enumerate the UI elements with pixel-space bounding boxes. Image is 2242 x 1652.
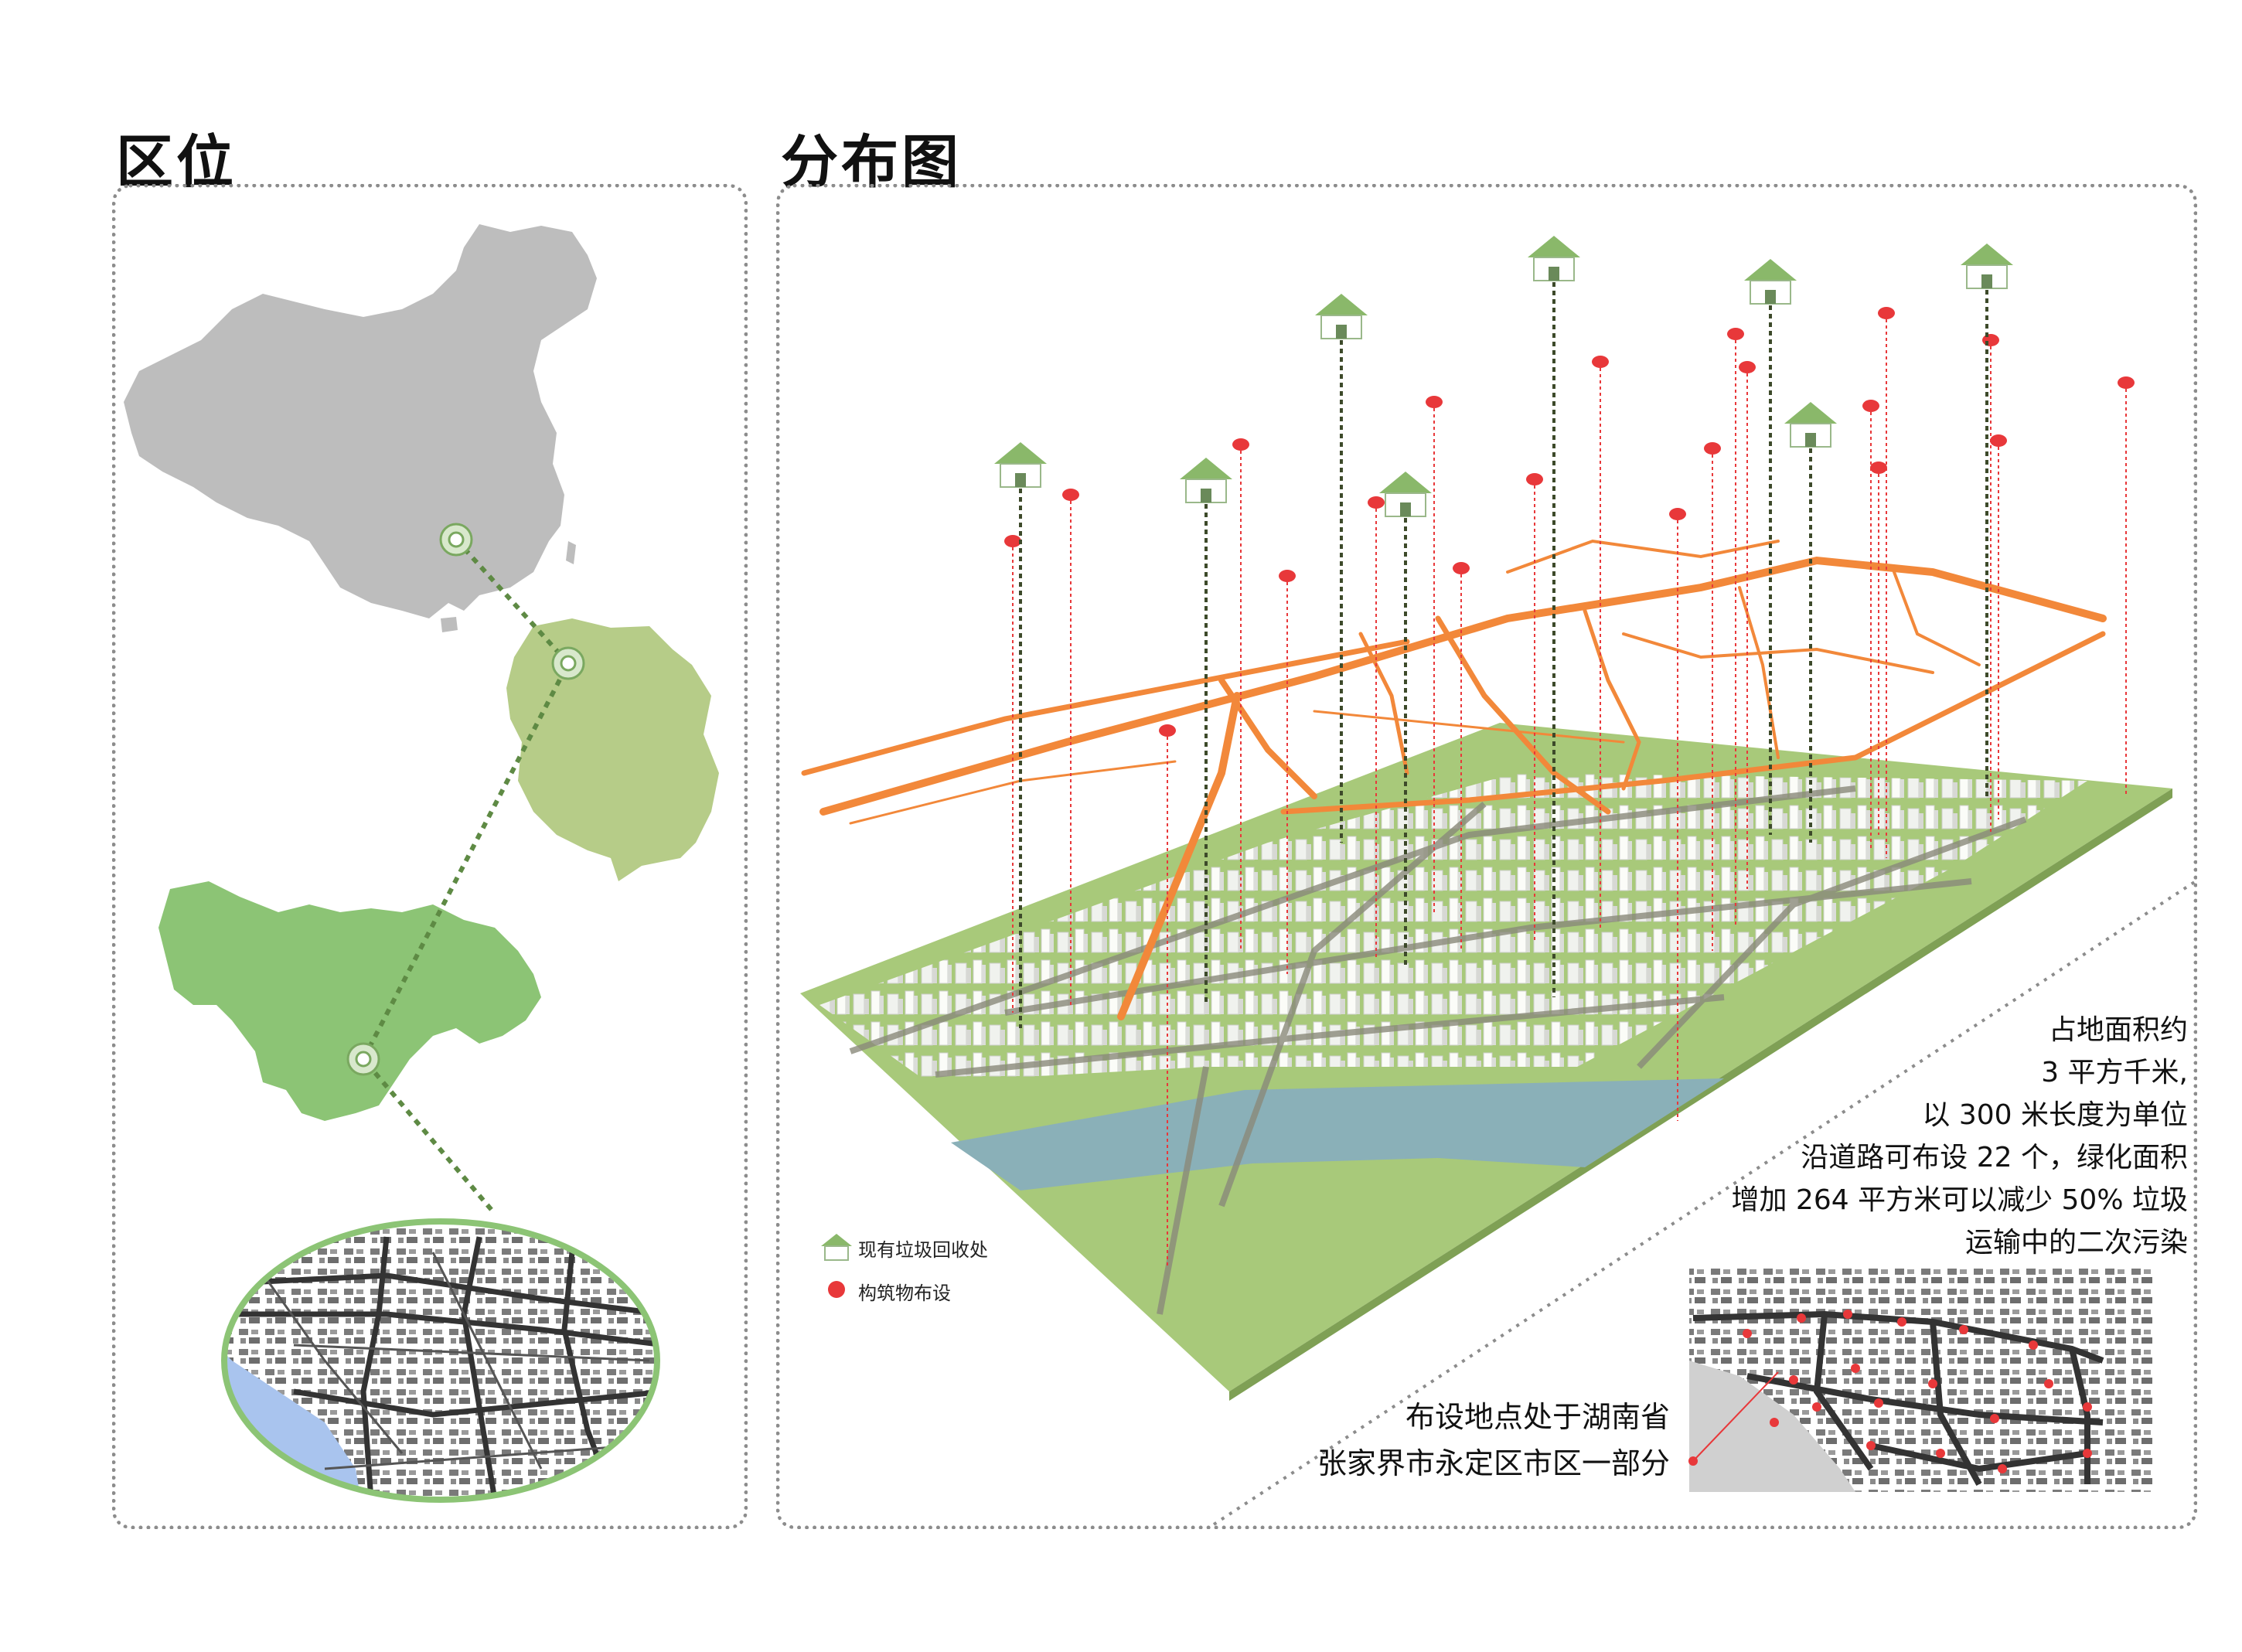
legend-red-dot-icon — [828, 1281, 845, 1298]
house-icon — [1528, 236, 1580, 281]
location-note-line-2: 张家界市永定区市区一部分 — [1317, 1446, 1670, 1480]
station-icons — [994, 236, 2013, 517]
river — [951, 1078, 1724, 1190]
hunan-province-map — [506, 618, 719, 881]
station-drop-lines — [1019, 282, 1988, 1028]
taiwan-island — [566, 541, 576, 564]
china-target-marker — [439, 523, 473, 557]
inset-street-map — [1688, 1268, 2153, 1492]
legend-house-icon — [821, 1234, 852, 1261]
info-line-3: 以 300 米长度为单位 — [1922, 1099, 2188, 1131]
info-line-5: 增加 264 平方米可以减少 50% 垃圾 — [1731, 1184, 2188, 1216]
ground-plane-shade — [1229, 789, 2172, 1401]
location-panel — [112, 184, 748, 1529]
structure-markers — [1004, 307, 2135, 737]
china-map — [124, 224, 597, 618]
info-line-2: 3 平方千米, — [2041, 1057, 2188, 1088]
hainan-island — [441, 617, 458, 632]
info-line-6: 运输中的二次污染 — [1964, 1227, 2188, 1259]
house-icon — [1784, 402, 1837, 448]
city-target-marker — [346, 1042, 380, 1076]
structure-drop-lines — [1012, 313, 2127, 1268]
house-icon — [1180, 458, 1232, 503]
zhangjiajie-city-map — [158, 881, 541, 1121]
house-icon — [994, 442, 1047, 488]
house-icon — [1315, 294, 1368, 339]
city-street-map — [221, 1218, 660, 1503]
ground-roads — [849, 785, 2027, 1315]
distribution-panel — [776, 184, 2197, 1529]
province-target-marker — [551, 646, 585, 680]
panel-divider — [1212, 880, 2197, 1526]
info-line-4: 沿道路可布设 22 个，绿化面积 — [1801, 1142, 2188, 1173]
house-icon — [1379, 472, 1432, 517]
location-note-line-1: 布设地点处于湖南省 — [1405, 1400, 1670, 1434]
info-line-1: 占地面积约 — [2048, 1014, 2188, 1046]
legend-existing-station-label: 现有垃圾回收处 — [858, 1239, 988, 1261]
house-icon — [1744, 259, 1797, 305]
house-icon — [1961, 244, 2013, 289]
city-blocks — [819, 773, 2087, 1082]
road-network — [801, 539, 2107, 1020]
legend-structure-label: 构筑物布设 — [858, 1282, 951, 1304]
